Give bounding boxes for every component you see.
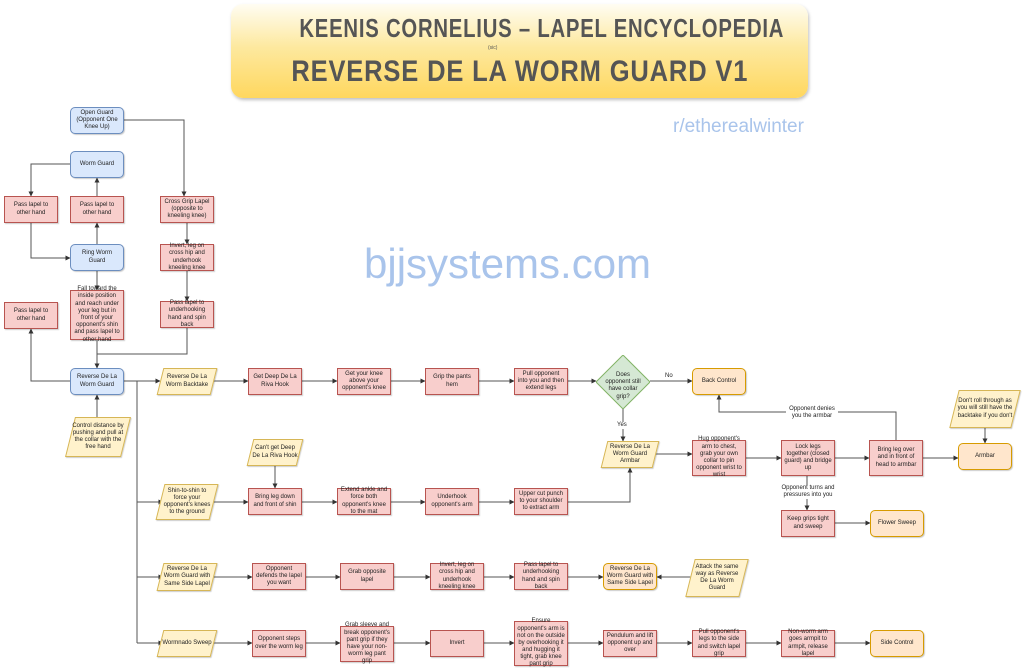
node-collar-decision: Does opponent still have collar grip? [596,355,650,409]
node-grip-pants: Grip the pants hem [425,368,479,395]
node-invert-cross-2: Invert, leg on cross hip and underhook k… [430,562,484,590]
node-lock-legs: Lock legs together (closed guard) and br… [781,440,835,476]
node-underhook-arm: Underhook opponent's arm [425,488,479,515]
watermark: bjjsystems.com [364,240,652,287]
connector-arrow [30,223,71,261]
node-pass-lapel-mid: Pass lapel to other hand [70,196,124,223]
edge-label-opponent-turns: Opponent turns and pressures into you [779,485,837,500]
title-row-2: REVERSE DE LA WORM GUARD V1 [231,54,808,90]
node-extend-ankle: Extend ankle and force both opponent's k… [337,487,391,515]
node-rdlw-armbar: Reverse De La Worm Guard Armbar [604,441,656,468]
node-non-worm-arm: Non-worm arm goes armpit to armpit, rele… [781,629,835,657]
node-rdlw-backtake: Reverse De La Worm Backtake [160,368,214,395]
node-knee-above: Get your knee above your opponent's knee [337,368,391,395]
node-back-control: Back Control [692,368,746,395]
node-invert-plain: Invert [430,630,484,657]
edge-label-opponent-denies: Opponent denies you the armbar [786,406,838,421]
node-pass-lapel-left-1: Pass lapel to other hand [4,196,58,223]
node-pass-lapel-under-1: Pass lapel to underhooking hand and spin… [160,300,214,328]
node-pull-opponent: Pull opponent into you and then extend l… [514,368,568,395]
node-rdlw-same-side: Reverse De La Worm Guard with Same Side … [603,563,657,590]
node-same-side-lapel: Reverse De La Worm Guard with Same Side … [160,563,214,591]
node-pass-lapel-under-2: Pass lapel to underhooking hand and spin… [514,562,568,590]
sic-note: (sic) [488,45,498,51]
connector-arrow [97,328,188,355]
title-line-1: KEENIS CORNELIUS – LAPEL ENCYCLOPEDIA [299,13,785,43]
node-opp-defends: Opponent defends the lapel you want [252,563,306,590]
node-keep-grips: Keep grips tight and sweep [781,510,835,537]
node-ring-worm: Ring Worm Guard [70,244,124,271]
credit-link[interactable]: r/etherealwinter [673,116,804,137]
node-grab-opposite: Grab opposite lapel [340,563,394,590]
connector-arrow [124,119,187,197]
node-get-deep: Get Deep De La Riva Hook [248,368,302,395]
node-side-control: Side Control [870,630,924,657]
node-worm-guard: Worm Guard [70,151,124,178]
title-banner: KEENIS CORNELIUS – LAPEL ENCYCLOPEDIA (s… [231,4,808,98]
node-attack-same: Attack the same way as Reverse De La Wor… [690,559,744,597]
node-upper-cut: Upper cut punch to your shoulder to extr… [514,488,568,515]
node-bring-leg-down: Bring leg down and front of shin [248,488,302,515]
node-open-guard: Open Guard (Opponent One Knee Up) [70,107,124,134]
node-invert-cross-1: Invert, leg on cross hip and underhook k… [160,243,214,271]
node-rdlw-guard: Reverse De La Worm Guard [70,368,124,395]
node-cross-grip: Cross Grip Lapel (opposite to kneeling k… [160,196,214,223]
node-grab-sleeve: Grab sleeve and break opponent's pant gr… [340,622,394,664]
connector-arrow [28,328,70,382]
node-opp-steps: Opponent steps over the worm leg [252,630,306,657]
edge-label-no: No [665,373,673,381]
node-dont-roll: Don't roll through as you will still hav… [954,390,1016,428]
node-control-distance: Control distance by pushing and pull at … [70,417,126,457]
connector-arrow [568,467,633,503]
connector-arrow [28,163,70,197]
node-armbar: Armbar [958,443,1012,470]
node-shin-to-shin: Shin-to-shin to force your opponent's kn… [160,484,214,520]
node-ensure-arm: Ensure opponent's arm is not on the outs… [514,618,568,667]
node-flower-sweep: Flower Sweep [870,510,924,537]
node-cant-get-deep: Can't get Deep De La Riva Hook [250,439,300,466]
node-pull-legs: Pull opponent's legs to the side and swi… [692,629,746,657]
title-row-1: KEENIS CORNELIUS – LAPEL ENCYCLOPEDIA [231,12,808,44]
node-fall-toward: Fall toward the inside position and reac… [70,286,124,343]
node-wormnado: Wormnado Sweep [160,630,214,657]
node-bring-leg-over: Bring leg over and in front of head to a… [869,440,923,476]
edge-label-yes: Yes [617,422,627,430]
title-line-2: REVERSE DE LA WORM GUARD V1 [291,55,748,88]
node-pass-lapel-left-2: Pass lapel to other hand [4,302,58,329]
node-pendulum: Pendulum and lift opponent up and over [603,630,657,657]
node-hug-arm: Hug opponent's arm to chest, grab your o… [692,436,746,478]
